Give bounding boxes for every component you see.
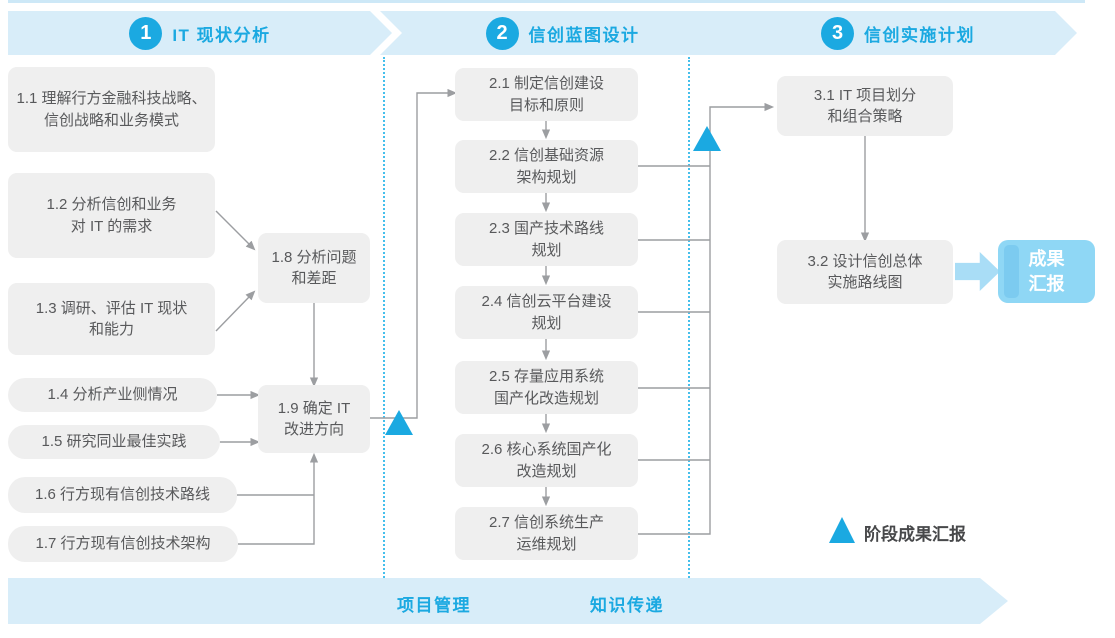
box-2-3: 2.3 国产技术路线规划 [455,213,638,266]
phase-number-badge: 3 [821,17,854,50]
phase-title: IT 现状分析 [172,25,271,45]
legend-triangle-icon [829,517,855,543]
phase-divider-dotted-line [383,57,385,578]
box-3-2: 3.2 设计信创总体实施路线图 [777,240,953,304]
milestone-triangle-icon [693,126,721,151]
box-1-5: 1.5 研究同业最佳实践 [8,425,220,459]
box-1-3: 1.3 调研、评估 IT 现状和能力 [8,283,215,355]
phase-banner-2: 2 信创蓝图设计 [380,11,731,55]
phase-divider-dotted-line [688,57,690,578]
box-1-1: 1.1 理解行方金融科技战略、信创战略和业务模式 [8,67,215,152]
milestone-triangle-icon [385,410,413,435]
box-1-2: 1.2 分析信创和业务对 IT 的需求 [8,173,215,258]
top-edge-strip [8,0,1085,3]
phase-banner-1: 1 IT 现状分析 [8,11,392,55]
footer-label-project-management: 项目管理 [397,596,471,615]
box-2-4: 2.4 信创云平台建设规划 [455,286,638,339]
box-1-7: 1.7 行方现有信创技术架构 [8,526,238,562]
box-2-6: 2.6 核心系统国产化改造规划 [455,434,638,487]
box-1-4: 1.4 分析产业侧情况 [8,378,217,412]
arrow-1-7-to-1-9 [237,452,319,545]
box-2-7: 2.7 信创系统生产运维规划 [455,507,638,560]
box-1-6: 1.6 行方现有信创技术路线 [8,477,237,513]
box-2-2: 2.2 信创基础资源架构规划 [455,140,638,193]
arrow-1-9-to-2-1 [370,88,458,419]
arrow-1-3-to-1-8 [215,290,256,332]
result-report-box: 成果 汇报 [998,240,1095,303]
arrow-collector-to-3-1 [638,102,775,535]
phase-title: 信创实施计划 [864,25,975,45]
box-1-8: 1.8 分析问题和差距 [258,233,370,303]
legend-label: 阶段成果汇报 [864,525,966,544]
arrow-1-2-to-1-8 [215,210,256,251]
box-2-5: 2.5 存量应用系统国产化改造规划 [455,361,638,414]
phase-banner-3: 3 信创实施计划 [705,11,1077,55]
box-2-1: 2.1 制定信创建设目标和原则 [455,68,638,121]
phase-number-badge: 1 [129,17,162,50]
phase-number-badge: 2 [486,17,519,50]
footer-label-knowledge-transfer: 知识传递 [590,596,664,615]
box-3-1: 3.1 IT 项目划分和组合策略 [777,76,953,136]
footer-banner [8,578,1008,624]
phase-title: 信创蓝图设计 [528,25,640,45]
